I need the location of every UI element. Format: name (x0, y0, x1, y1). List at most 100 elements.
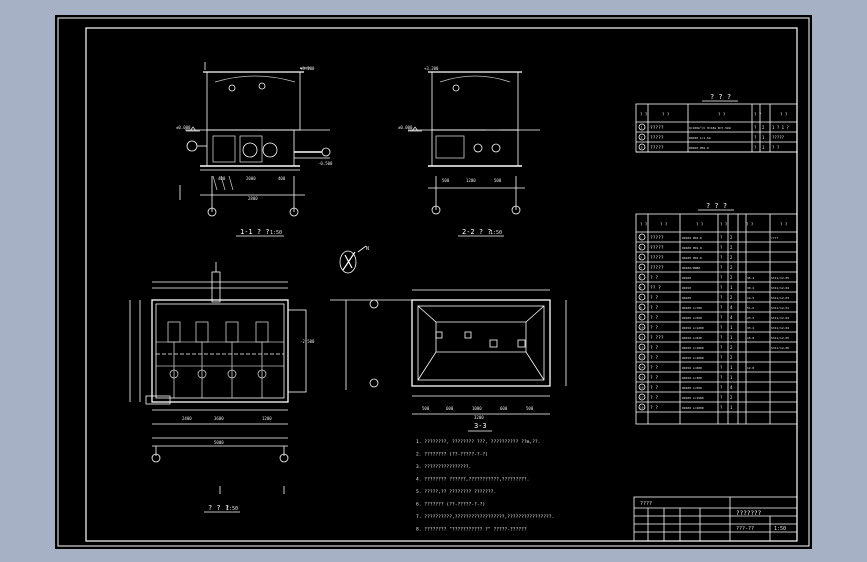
table2-no: 12 (640, 346, 644, 350)
table2-note: S311/12-05 (771, 276, 789, 280)
row-number-bubble (638, 303, 646, 311)
elevation-text: ±0.000 (176, 125, 191, 130)
row-number-bubble (638, 283, 646, 291)
table2-no: 4 (640, 266, 642, 270)
table1-name: ????? (650, 145, 664, 151)
note-line: 8. ???????? "??????????? ?" ?????-?????? (416, 527, 527, 533)
table2-unit: ? (720, 255, 723, 260)
table2-spec: DN150 (682, 286, 691, 290)
dim-text: 500 (526, 406, 534, 411)
elevation-text: -2.500 (300, 339, 315, 344)
section-1-1[interactable] (179, 62, 331, 212)
dim-text: 3600 (214, 416, 224, 421)
row-number-bubble (638, 343, 646, 351)
table1-no: 3 (641, 146, 643, 150)
table2-note: ???? (771, 236, 778, 240)
note-line: 6. ??????? (??-?????-?-?) (416, 502, 485, 508)
table2-name: ????? (650, 255, 664, 261)
table2-no: 2 (640, 246, 642, 250)
table2-qty: 2 (730, 265, 733, 270)
table2-spec: DN100 PN1.0 (682, 236, 702, 240)
row-number-bubble (638, 393, 646, 401)
table2-unit: ? (720, 395, 723, 400)
table2-unit: ? (720, 295, 723, 300)
table2-no: 10 (640, 326, 644, 330)
table2-no: 17 (640, 396, 644, 400)
table2-weight: 16.8 (747, 336, 754, 340)
table2-no: 6 (640, 286, 642, 290)
table2-unit: ? (720, 315, 723, 320)
table2-unit: ? (720, 285, 723, 290)
grid-bubbles-plan (151, 453, 289, 494)
materials-table[interactable]: ? ?? ?? ?? ?? ?? ?1?????DN100 PN1.0?2???… (635, 213, 798, 425)
elevation-text: ±0.000 (398, 125, 413, 130)
table2-qty: 1 (730, 375, 733, 380)
table2-note: S311/12-02 (771, 316, 789, 320)
title-block[interactable] (633, 496, 798, 542)
section-1-scale: 1:50 (270, 230, 282, 236)
table2-spec: DN150 L=620 (682, 336, 702, 340)
table2-note: S311/12-04 (771, 286, 789, 290)
note-line: 4. ???????? ??????,???????????,?????????… (416, 477, 529, 483)
table2-spec: DN100 L=500 (682, 316, 702, 320)
table2-no: 5 (640, 276, 642, 280)
dim-text: 400 (218, 176, 226, 181)
section-2-2[interactable] (408, 71, 540, 210)
table2-note: S311/12-01 (771, 306, 789, 310)
table2-spec: DN100 L=700 (682, 306, 702, 310)
table2-qty: 1 (730, 285, 733, 290)
elevation-marks (186, 126, 500, 132)
elevation-text: +3.200 (424, 66, 439, 71)
equipment-table[interactable]: ? ?? ?? ?? ?? ?1?????Q=100m³/h H=18m N=7… (635, 103, 798, 153)
table2-weight: 23.5 (747, 316, 754, 320)
row-number-bubble (638, 383, 646, 391)
table2-spec: DN100/DN80 (682, 266, 700, 270)
table1-qty: 1 (762, 135, 765, 140)
dim-text: 2400 (182, 416, 192, 421)
note-line: 5. ?????,?? ???????? ???????. (416, 489, 496, 495)
row-number-bubble (638, 233, 646, 241)
table2-name: ? ? (650, 365, 658, 371)
table2-no: 8 (640, 306, 642, 310)
table2-spec: DN150 L=2000 (682, 356, 704, 360)
company-name: ???? (640, 501, 652, 507)
row-number-bubble (638, 123, 646, 131)
table2-unit: ? (720, 335, 723, 340)
table2-unit: ? (720, 265, 723, 270)
table2-name: ? ? (650, 325, 658, 331)
notes-block: 1. ????????, ???????? ???, ?????????? ??… (416, 439, 554, 533)
table2-spec: DN100 L=2000 (682, 406, 704, 410)
table2-unit: ? (720, 305, 723, 310)
table2-no: 1 (640, 236, 642, 240)
table2-spec: DN100 L=500 (682, 386, 702, 390)
elevation-text: -0.500 (318, 161, 333, 166)
dim-text: 500 (494, 178, 502, 183)
table2-unit: ? (720, 365, 723, 370)
table2-unit: ? (720, 245, 723, 250)
table1-title: ? ? ? (710, 93, 731, 101)
table2-weight: 46.2 (747, 276, 754, 280)
table2-spec: DN100 (682, 276, 691, 280)
view-3-3[interactable] (330, 289, 567, 415)
row-number-bubble (638, 353, 646, 361)
table2-unit: ? (720, 325, 723, 330)
table2-no: 7 (640, 296, 642, 300)
row-number-bubble (638, 333, 646, 341)
dim-text: 1200 (466, 178, 476, 183)
table2-spec: DN100 L=1500 (682, 396, 704, 400)
row-number-bubble (638, 143, 646, 151)
table2-unit: ? (720, 405, 723, 410)
note-line: 3. ????????????????. (416, 464, 471, 470)
table2-no: 18 (640, 406, 644, 410)
row-number-bubble (638, 243, 646, 251)
dim-text: 600 (446, 406, 454, 411)
row-number-bubble (638, 263, 646, 271)
app-title-bar (0, 0, 867, 14)
table2-spec: DN150 L=300 (682, 376, 702, 380)
plan-view[interactable] (129, 262, 307, 456)
table2-unit: ? (720, 355, 723, 360)
table1-no: 2 (641, 136, 643, 140)
dim-text: 2000 (246, 176, 256, 181)
table2-qty: 2 (730, 275, 733, 280)
